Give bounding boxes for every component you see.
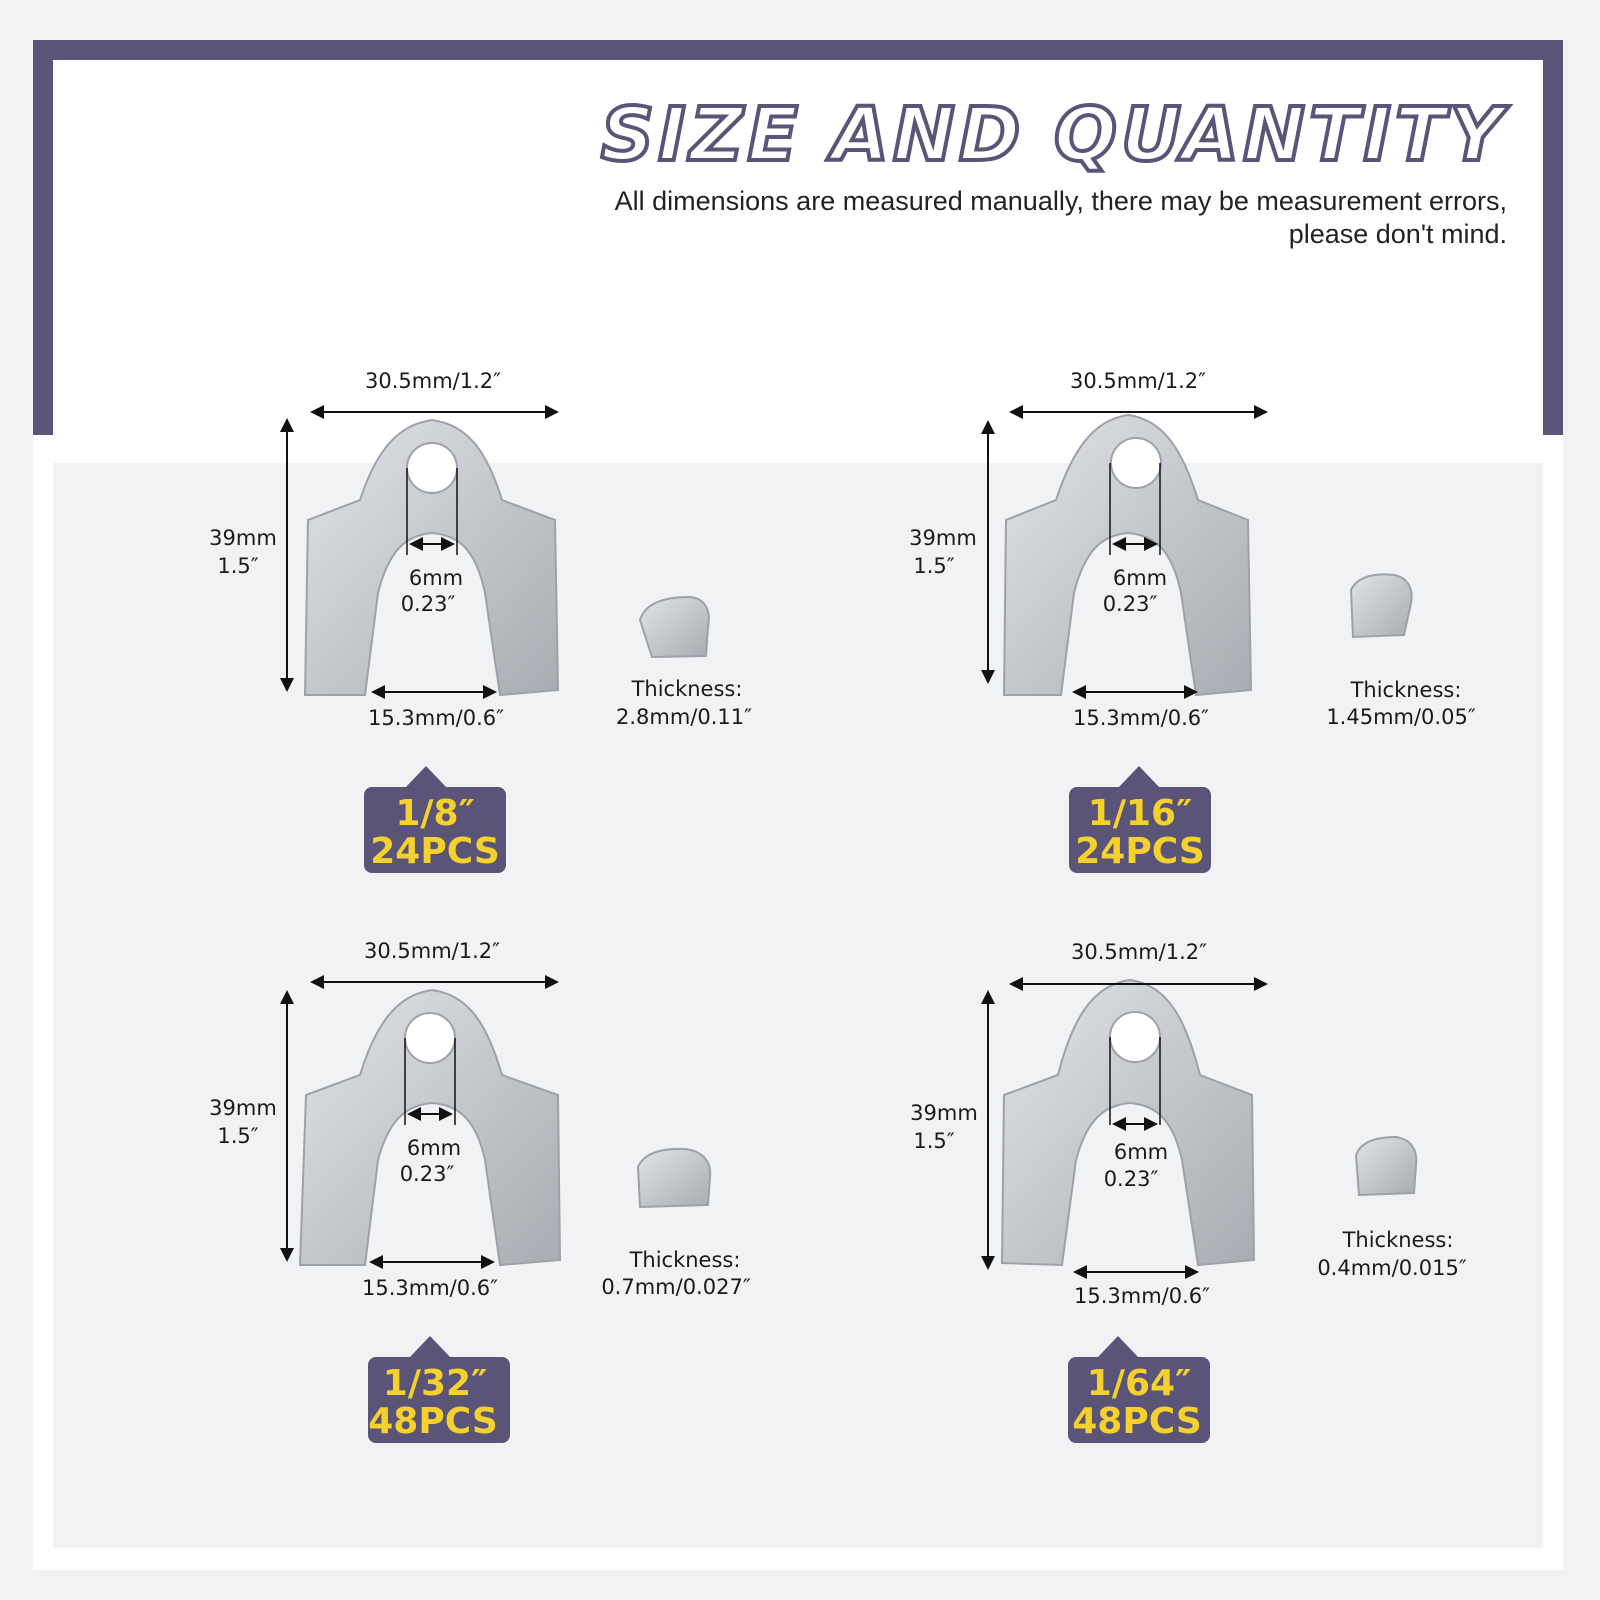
- thickness-sample: [1354, 1135, 1418, 1197]
- size-label: 1/16″: [1088, 793, 1192, 834]
- hole-in-label: 0.23″: [400, 1162, 455, 1186]
- shim-hole: [406, 442, 458, 494]
- hole-mm-label: 6mm: [1113, 566, 1167, 590]
- hole-in-label: 0.23″: [1103, 592, 1158, 616]
- shim-diagram-1-8: 30.5mm/1.2″ 39mm 1.5″ 6mm 0.23″ 15.3mm/0…: [209, 369, 752, 873]
- shim-plate: [1000, 978, 1256, 1267]
- slot-label: 15.3mm/0.6″: [362, 1276, 498, 1300]
- shim-hole: [1109, 1011, 1161, 1063]
- shim-diagram-1-32: 30.5mm/1.2″ 39mm 1.5″ 6mm 0.23″ 15.3mm/0…: [209, 939, 751, 1443]
- size-badge: 1/8″ 24PCS: [364, 766, 506, 873]
- thickness-value: 0.4mm/0.015″: [1317, 1256, 1467, 1280]
- thickness-value: 1.45mm/0.05″: [1326, 705, 1476, 729]
- quantity-label: 48PCS: [368, 1401, 498, 1442]
- slot-label: 15.3mm/0.6″: [1073, 706, 1209, 730]
- quantity-label: 48PCS: [1072, 1401, 1202, 1442]
- width-label: 30.5mm/1.2″: [365, 369, 501, 393]
- size-label: 1/8″: [395, 793, 474, 834]
- thickness-value: 2.8mm/0.11″: [616, 705, 752, 729]
- shim-hole: [1110, 437, 1162, 489]
- slot-label: 15.3mm/0.6″: [1074, 1284, 1210, 1308]
- height-mm-label: 39mm: [209, 526, 277, 550]
- shim-hole: [404, 1012, 456, 1064]
- quantity-label: 24PCS: [1075, 831, 1205, 872]
- thickness-label: Thickness:: [629, 1248, 741, 1272]
- thickness-sample: [636, 1147, 712, 1209]
- hole-mm-label: 6mm: [409, 566, 463, 590]
- thickness-label: Thickness:: [631, 677, 743, 701]
- shim-plate: [303, 418, 560, 697]
- hole-mm-label: 6mm: [407, 1136, 461, 1160]
- content-panel: [53, 463, 1543, 1548]
- height-in-label: 1.5″: [913, 554, 954, 578]
- shim-plate: [298, 988, 562, 1267]
- size-badge: 1/16″ 24PCS: [1069, 766, 1211, 873]
- thickness-sample: [1349, 573, 1413, 639]
- height-in-label: 1.5″: [217, 554, 258, 578]
- width-label: 30.5mm/1.2″: [1071, 940, 1207, 964]
- height-in-label: 1.5″: [217, 1124, 258, 1148]
- size-badge: 1/32″ 48PCS: [368, 1336, 510, 1443]
- size-label: 1/64″: [1087, 1363, 1191, 1404]
- thickness-label: Thickness:: [1350, 678, 1462, 702]
- page-title: SIZE AND QUANTITY: [599, 90, 1507, 180]
- shim-diagram-1-16: 30.5mm/1.2″ 39mm 1.5″ 6mm 0.23″ 15.3mm/0…: [909, 369, 1476, 873]
- width-label: 30.5mm/1.2″: [1070, 369, 1206, 393]
- thickness-label: Thickness:: [1342, 1228, 1454, 1252]
- hole-in-label: 0.23″: [1104, 1167, 1159, 1191]
- hole-mm-label: 6mm: [1114, 1140, 1168, 1164]
- header-panel: [53, 60, 1543, 435]
- shim-diagram-1-64: 30.5mm/1.2″ 39mm 1.5″ 6mm 0.23″ 15.3mm/0…: [910, 940, 1467, 1443]
- thickness-value: 0.7mm/0.027″: [601, 1275, 751, 1299]
- thickness-sample: [638, 595, 710, 659]
- page-subtitle: All dimensions are measured manually, th…: [614, 186, 1507, 249]
- height-mm-label: 39mm: [909, 526, 977, 550]
- hole-in-label: 0.23″: [401, 592, 456, 616]
- height-mm-label: 39mm: [209, 1096, 277, 1120]
- size-badge: 1/64″ 48PCS: [1068, 1336, 1210, 1443]
- height-in-label: 1.5″: [913, 1129, 954, 1153]
- height-mm-label: 39mm: [910, 1101, 978, 1125]
- width-label: 30.5mm/1.2″: [364, 939, 500, 963]
- size-label: 1/32″: [383, 1363, 487, 1404]
- quantity-label: 24PCS: [370, 831, 500, 872]
- shim-plate: [1002, 413, 1253, 697]
- slot-label: 15.3mm/0.6″: [368, 706, 504, 730]
